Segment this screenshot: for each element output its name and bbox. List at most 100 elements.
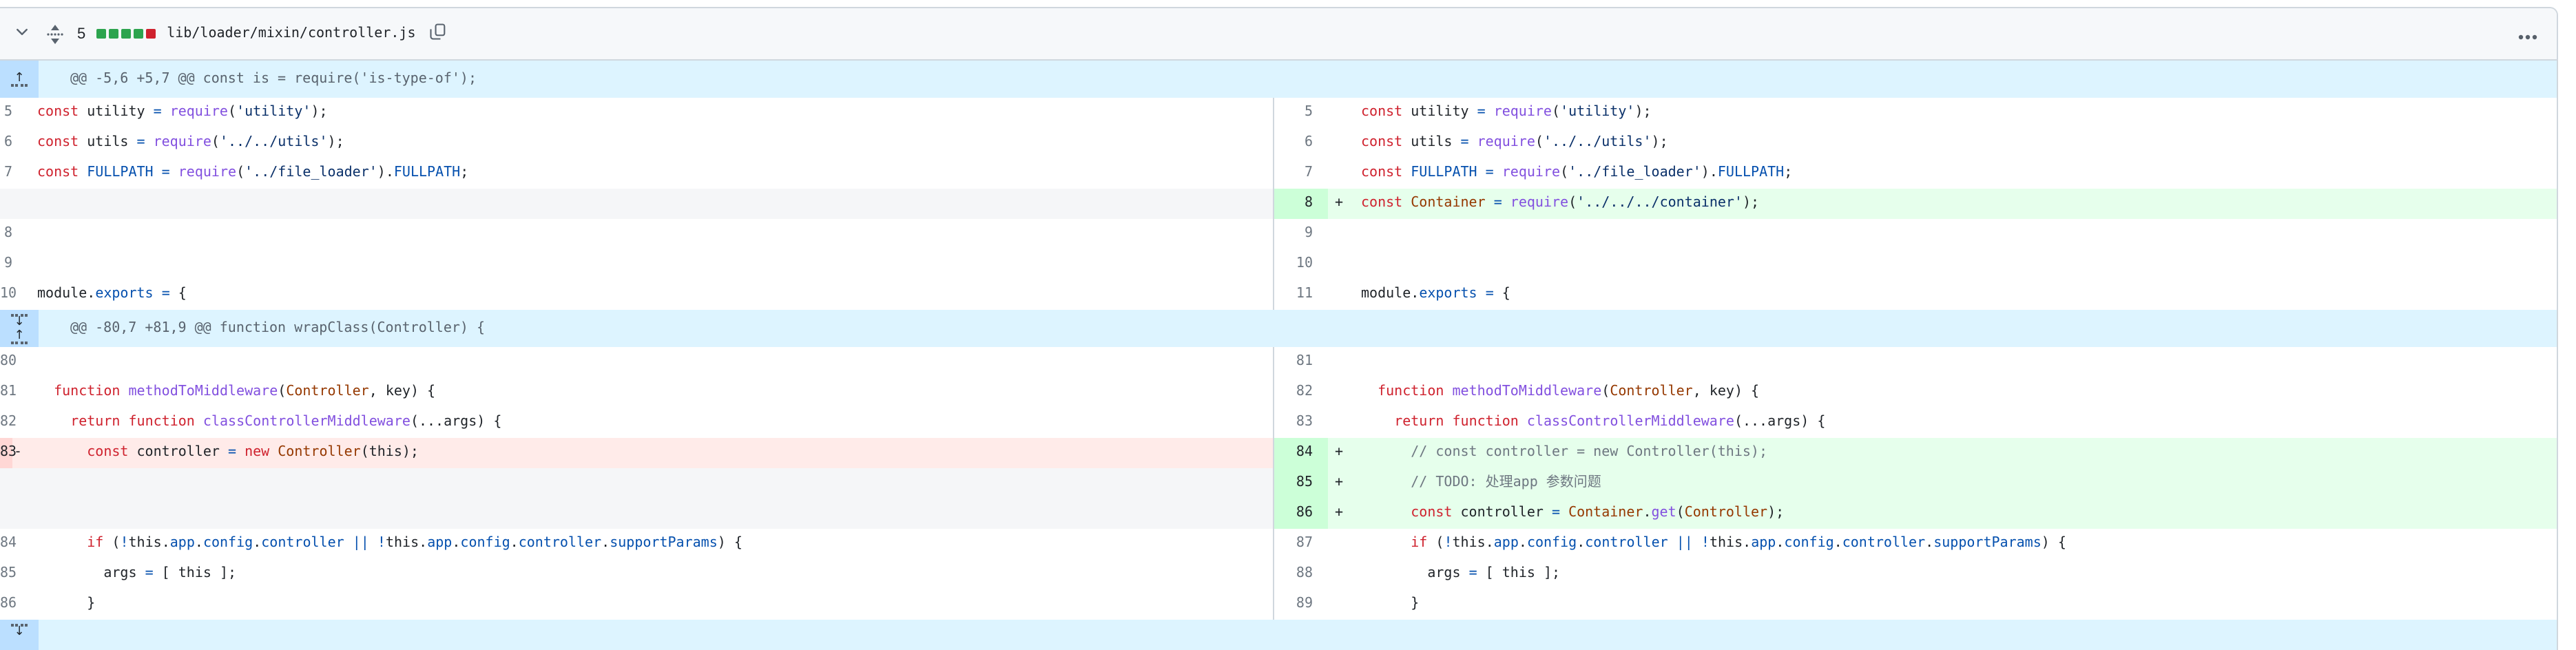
code-token: function <box>1378 384 1444 399</box>
code-token: Controller <box>278 445 361 460</box>
code-token <box>1668 536 1676 551</box>
code-token: ) { <box>717 536 742 551</box>
line-number[interactable]: 11 <box>1296 286 1313 302</box>
code-token: FULLPATH <box>87 165 154 180</box>
code-token: ( <box>1552 105 1561 120</box>
line-number[interactable]: 84 <box>0 536 17 551</box>
line-number[interactable]: 88 <box>1296 566 1313 581</box>
line-number[interactable]: 9 <box>3 256 12 271</box>
code-token: { <box>1502 286 1510 302</box>
line-number[interactable]: 82 <box>1296 384 1313 399</box>
code-token: app <box>1751 536 1776 551</box>
line-number[interactable]: 5 <box>3 105 12 120</box>
line-number[interactable] <box>0 468 12 499</box>
code-token: if <box>87 536 104 551</box>
code-token: . <box>253 536 262 551</box>
code-line <box>23 499 1273 529</box>
line-number[interactable]: 10 <box>0 286 17 302</box>
line-number[interactable]: 7 <box>3 165 12 180</box>
code-token: require <box>178 165 237 180</box>
line-number[interactable]: 84 <box>1274 438 1328 468</box>
drag-handle-icon[interactable] <box>44 21 66 46</box>
code-token: controller <box>136 445 228 460</box>
diff-right-cell-ctx: 10 <box>1273 249 2557 280</box>
line-number[interactable]: 85 <box>0 566 17 581</box>
expand-up-button[interactable]: ↑ <box>11 72 28 86</box>
line-number[interactable]: 9 <box>1304 226 1313 241</box>
expander-gutter: ↓↑ <box>0 310 39 347</box>
code-token: . <box>510 536 519 551</box>
expand-down-button[interactable]: ↓ <box>11 313 28 328</box>
diff-row: 82 return function classControllerMiddle… <box>0 408 2557 438</box>
copy-path-button[interactable] <box>427 21 449 47</box>
code-token: require <box>153 135 211 150</box>
code-line: return function classControllerMiddlewar… <box>1350 408 2557 438</box>
line-number[interactable]: 81 <box>0 384 17 399</box>
line-number[interactable]: 10 <box>1296 256 1313 271</box>
code-token: . <box>1925 536 1934 551</box>
diff-marker: + <box>1334 475 1344 490</box>
line-number[interactable]: 8 <box>1274 189 1328 219</box>
line-number[interactable]: 86 <box>1274 499 1328 529</box>
collapse-file-button[interactable] <box>11 21 33 47</box>
code-token: , key) { <box>368 384 436 399</box>
line-number[interactable]: 5 <box>1304 105 1313 120</box>
code-line: const controller = Container.get(Control… <box>1350 499 2557 529</box>
line-number[interactable]: 87 <box>1296 536 1313 551</box>
line-number[interactable]: 8 <box>3 226 12 241</box>
line-number[interactable] <box>0 499 12 529</box>
code-token: . <box>161 536 170 551</box>
line-number[interactable]: 7 <box>1304 165 1313 180</box>
line-number[interactable]: 6 <box>3 135 12 150</box>
code-token: require <box>1477 135 1535 150</box>
diff-row: 8+const Container = require('../../../co… <box>0 189 2557 219</box>
code-line: const controller = new Controller(this); <box>23 438 1273 468</box>
file-path[interactable]: lib/loader/mixin/controller.js <box>167 26 416 41</box>
diff-marker <box>12 189 23 219</box>
diffstat-square-added <box>96 29 107 39</box>
line-number[interactable] <box>0 189 12 219</box>
code-token <box>1477 165 1486 180</box>
code-token: controller <box>518 536 602 551</box>
expand-down-button[interactable]: ↓ <box>11 624 28 638</box>
code-token: FULLPATH <box>393 165 461 180</box>
diff-left-cell-ctx: 9 <box>0 249 1273 280</box>
code-token: = <box>1485 286 1502 302</box>
code-token <box>1361 384 1378 399</box>
line-number[interactable]: 83 <box>0 438 17 468</box>
line-number[interactable]: 86 <box>0 596 17 611</box>
fold-down-arrow-icon: ↓ <box>14 625 25 639</box>
code-token: ( <box>1568 196 1577 211</box>
code-token: ( <box>1676 505 1685 521</box>
diff-marker <box>1328 249 1350 280</box>
code-token: . <box>1518 536 1527 551</box>
code-token: ! <box>1701 536 1710 551</box>
code-token: ! <box>120 536 129 551</box>
line-number[interactable]: 83 <box>1296 415 1313 430</box>
code-token: = <box>1493 196 1510 211</box>
code-token: [ this ]; <box>1485 566 1561 581</box>
line-number[interactable]: 89 <box>1296 596 1313 611</box>
line-number[interactable]: 6 <box>1304 135 1313 150</box>
diff-marker <box>12 589 23 620</box>
diff-left-cell-ctx: 80 <box>0 347 1273 377</box>
file-menu-button[interactable] <box>2515 21 2540 47</box>
line-number[interactable]: 82 <box>0 415 17 430</box>
code-line: module.exports = { <box>23 280 1273 310</box>
code-token: (this); <box>360 445 419 460</box>
code-token: ( <box>1601 384 1610 399</box>
fold-down-arrow-icon: ↓ <box>14 315 25 328</box>
code-token: ). <box>1701 165 1718 180</box>
expand-up-button[interactable]: ↑ <box>11 329 28 344</box>
line-number[interactable]: 85 <box>1274 468 1328 499</box>
code-line: const utility = require('utility'); <box>23 98 1273 128</box>
code-token: supportParams <box>610 536 718 551</box>
line-number[interactable]: 81 <box>1296 354 1313 369</box>
expander-row: ↓ <box>0 620 2557 650</box>
code-token: = <box>1485 165 1502 180</box>
line-number[interactable]: 80 <box>0 354 17 369</box>
code-token: require <box>1502 165 1561 180</box>
code-token: = <box>1468 566 1486 581</box>
